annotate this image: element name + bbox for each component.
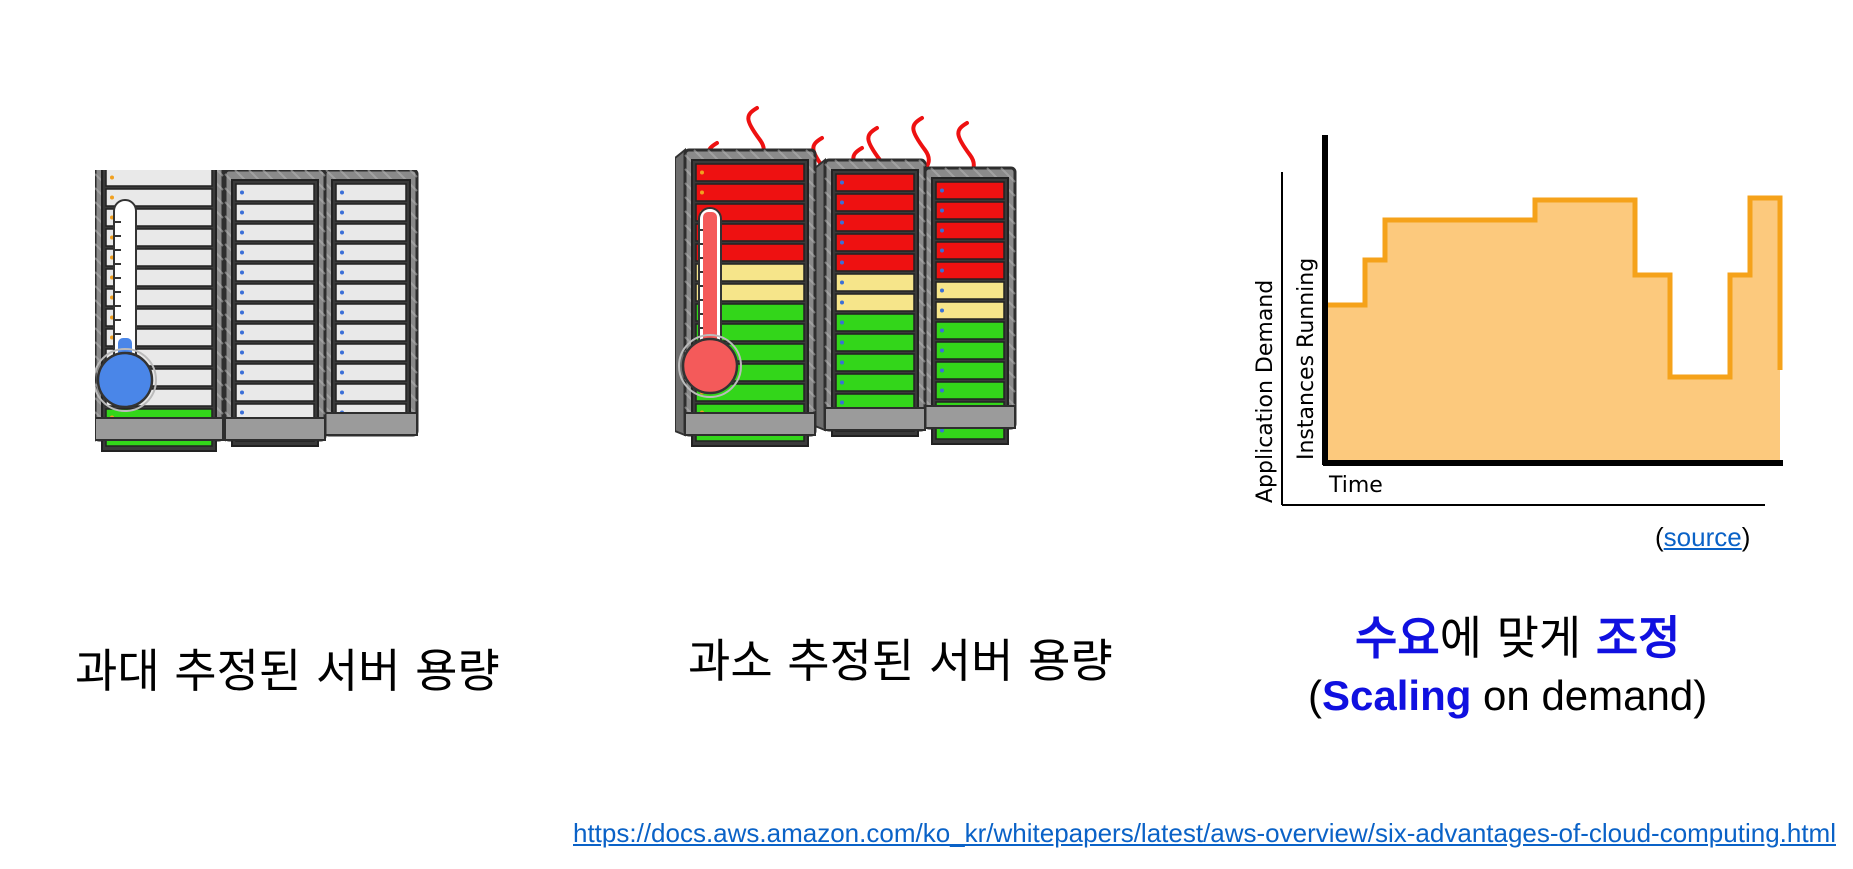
caption-word-scaling: Scaling [1322,672,1472,719]
server-rack-back [914,165,1017,445]
caption-word-adjust: 조정 [1595,611,1681,665]
server-rack-middle [814,157,927,437]
source-note: (source) [1655,522,1750,553]
source-link[interactable]: source [1663,522,1742,552]
caption-word-to-match: 에 맞게 [1439,611,1596,665]
caption-word-demand: 수요 [1355,611,1440,665]
overprovisioned-servers-illustration [95,170,419,452]
instances-running-line [1323,195,1783,380]
server-rack-middle [214,170,327,447]
scaling-caption-line2: (Scaling on demand) [1308,672,1707,720]
source-close-paren: ) [1741,522,1751,552]
server-rack-front [675,147,817,447]
overprovisioned-caption: 과대 추정된 서버 용량 [75,644,500,698]
source-open-paren: ( [1655,522,1664,552]
reference-url-link[interactable]: https://docs.aws.amazon.com/ko_kr/whitep… [573,818,1836,848]
underprovisioned-servers-illustration [675,106,1017,447]
caption-open-paren: ( [1308,672,1322,719]
demand-area [1323,198,1780,463]
caption-word-on-demand: on demand) [1471,672,1708,719]
underprovisioned-caption: 과소 추정된 서버 용량 [688,634,1113,688]
hot-thermometer-icon [678,207,742,398]
y-axis-label-inner: Instances Running [1294,258,1319,460]
cold-thermometer-icon [95,199,157,412]
server-rack-back [314,170,419,437]
x-axis-label: Time [1328,473,1383,498]
y-axis-label-outer: Application Demand [1253,280,1278,503]
scaling-chart: Time Application Demand Instances Runnin… [1253,135,1783,506]
scaling-caption-line1: 수요에 맞게 조정 [1355,602,1681,668]
